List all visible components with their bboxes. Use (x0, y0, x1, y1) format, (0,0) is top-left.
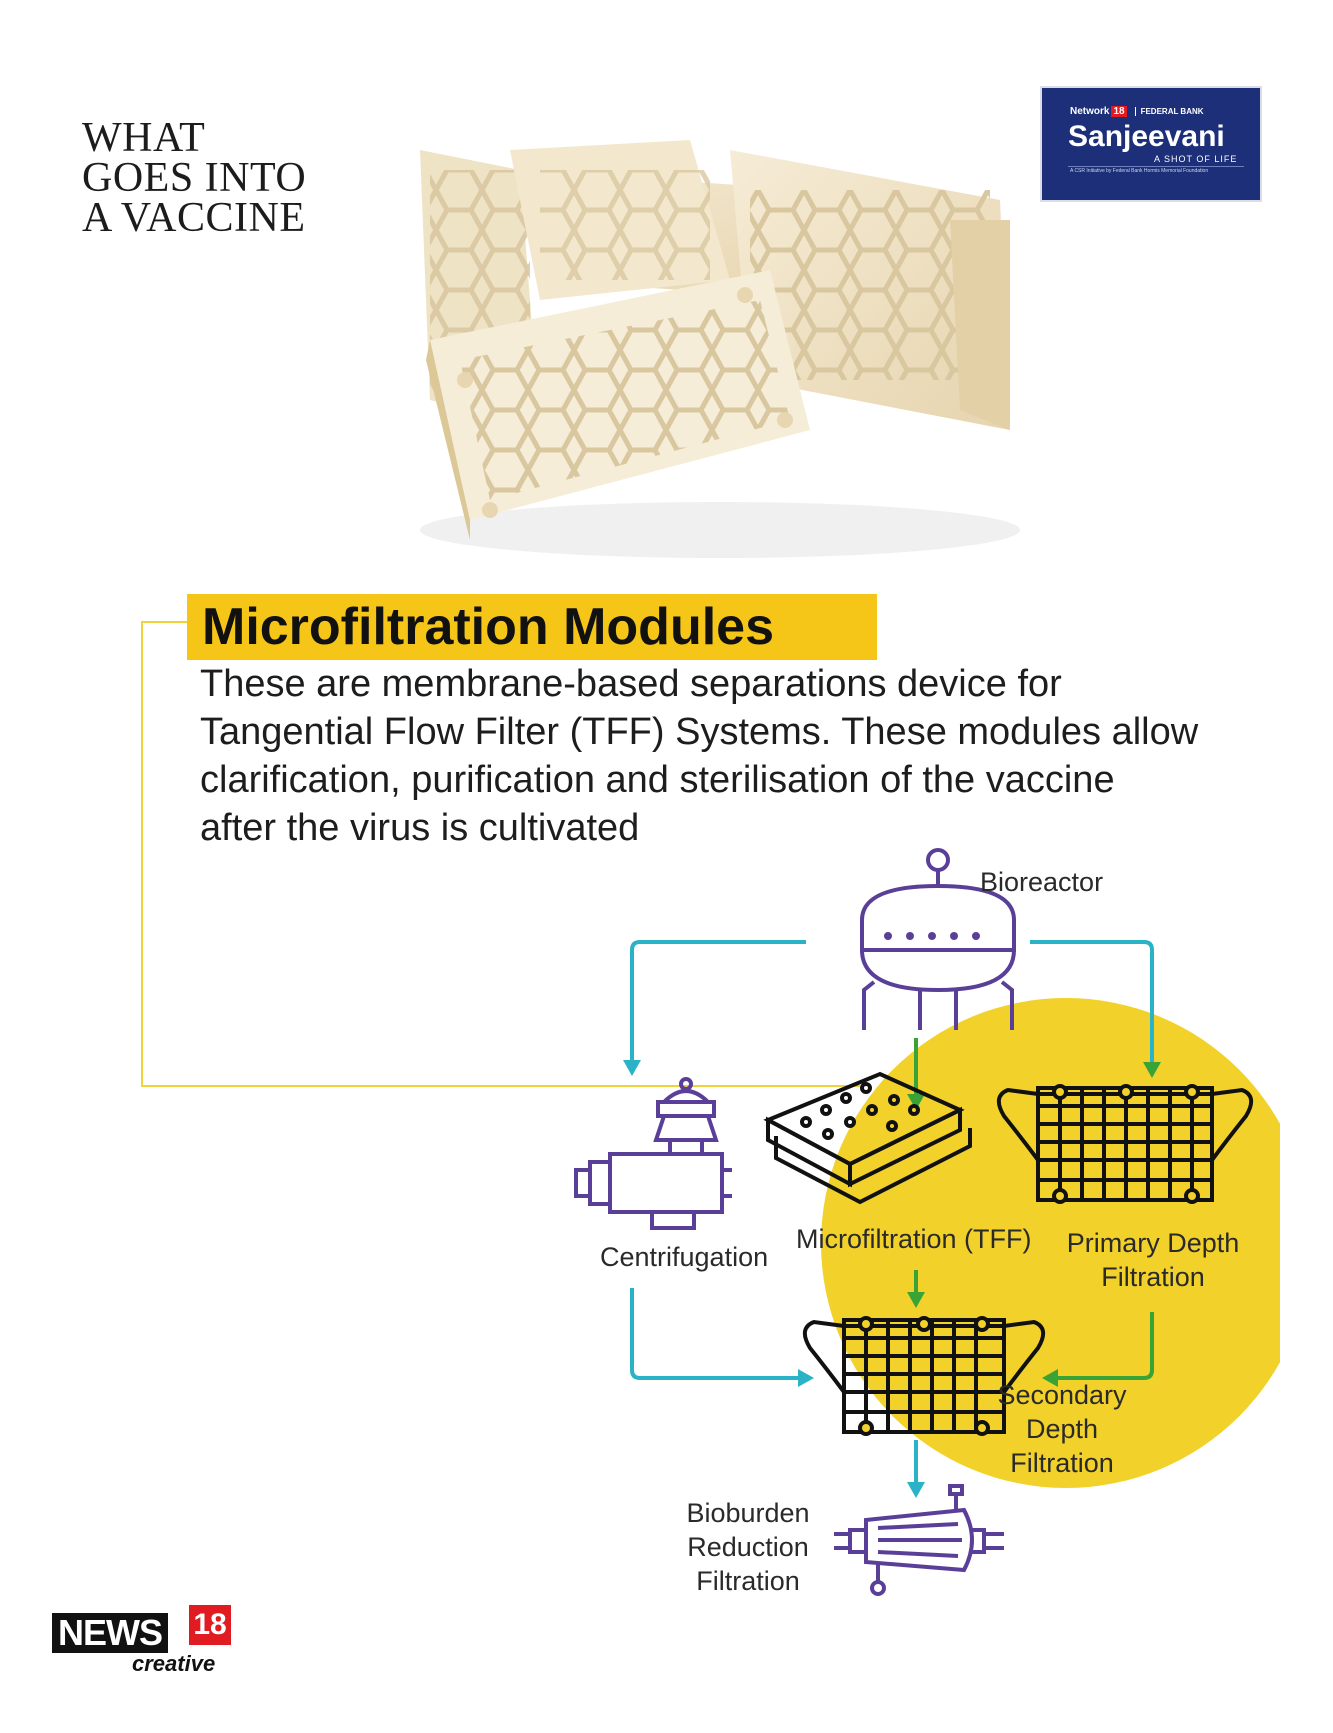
series-title-line-2: GOES INTO (82, 155, 307, 201)
centrifugation-icon (574, 1077, 732, 1230)
arrow-secondary-to-bioburden (907, 1440, 925, 1498)
series-title-line-3: A VACCINE (82, 195, 306, 241)
news18-sub: creative (132, 1651, 216, 1676)
news18-brand: NEWS (58, 1612, 163, 1653)
label-centrifugation: Centrifugation (600, 1242, 769, 1272)
series-title-line-1: WHAT (82, 115, 206, 161)
label-bioreactor: Bioreactor (980, 867, 1104, 897)
primary-depth-filter-icon (996, 1084, 1254, 1204)
arrow-to-centrifugation (623, 940, 806, 1076)
arrow-centrifugation-to-secondary (630, 1288, 814, 1387)
microfiltration-modules-photo (420, 140, 1020, 558)
heading: Microfiltration Modules (202, 598, 774, 656)
label-secondary-depth: Secondary Depth Filtration (997, 1380, 1127, 1478)
arrow-to-microfiltration (907, 1038, 925, 1110)
bioburden-filter-icon (834, 1484, 1004, 1596)
sponsor-name: Sanjeevani (1068, 120, 1225, 153)
sponsor-divider (1068, 166, 1244, 167)
heading-highlight (187, 594, 877, 660)
series-title: WHAT GOES INTO A VACCINE (82, 115, 307, 241)
sponsor-tagline: A SHOT OF LIFE (1154, 154, 1238, 164)
module-front (426, 270, 810, 540)
secondary-depth-filter-icon (802, 1316, 1046, 1436)
description: These are membrane-based separations dev… (200, 663, 1199, 849)
connector-line (141, 621, 860, 1087)
module-right (730, 150, 1010, 430)
module-back-middle (510, 140, 730, 300)
bioreactor-icon (860, 848, 1016, 1030)
news18-number: 18 (189, 1605, 231, 1645)
process-diagram (574, 848, 1280, 1596)
news18-logo: NEWS 18 creative (52, 1605, 242, 1676)
sponsor-csr: A CSR Initiative by Federal Bank Hormis … (1070, 168, 1209, 174)
label-primary-depth: Primary Depth Filtration (1066, 1228, 1240, 1292)
arrow-microfiltration-to-secondary (907, 1270, 925, 1308)
arrow-to-primary-depth (1030, 940, 1161, 1078)
arrow-primary-to-secondary (1042, 1312, 1154, 1387)
microfiltration-icon (763, 1071, 972, 1205)
label-bioburden: Bioburden Reduction Filtration (686, 1498, 810, 1596)
label-microfiltration: Microfiltration (TFF) (796, 1224, 1032, 1254)
